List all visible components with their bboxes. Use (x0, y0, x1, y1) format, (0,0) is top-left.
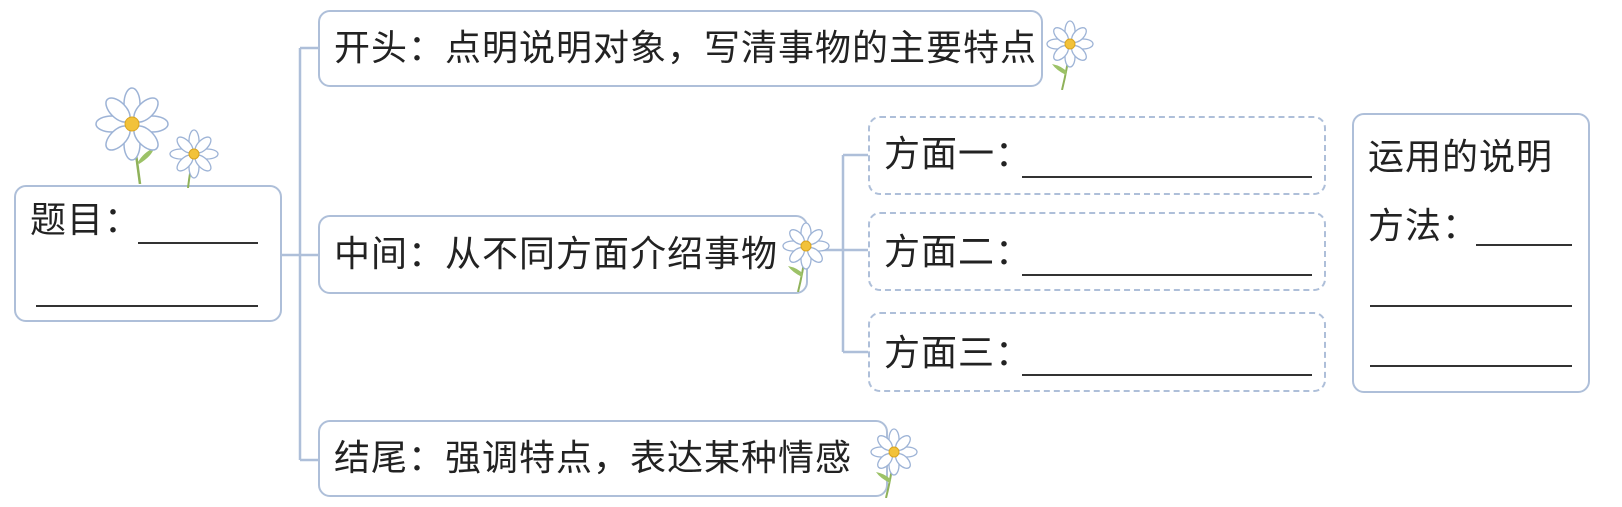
aspect-answer-line-3[interactable] (1022, 374, 1312, 376)
aspect-label-3: 方面三： (884, 333, 1033, 374)
flower-icon (870, 428, 918, 498)
flower-icon (782, 222, 830, 292)
aspect-box-3 (868, 312, 1326, 392)
flower-icon (169, 129, 219, 188)
methods-answer-line-1[interactable] (1476, 244, 1572, 246)
opening-box (318, 10, 1043, 87)
aspect-box-1 (868, 116, 1326, 195)
methods-box (1352, 113, 1590, 393)
flower-icon (1046, 20, 1094, 90)
title-answer-line-2[interactable] (36, 305, 258, 307)
ending-box (318, 420, 888, 497)
aspect-label-2: 方面二： (884, 232, 1033, 273)
aspect-answer-line-2[interactable] (1022, 274, 1312, 276)
methods-label-line-2: 方法： (1368, 206, 1480, 247)
title-answer-line-1[interactable] (138, 242, 258, 244)
middle-text: 中间：从不同方面介绍事物 (334, 234, 779, 275)
aspect-box-2 (868, 212, 1326, 291)
title-box (14, 185, 282, 322)
title-label: 题目： (30, 200, 142, 241)
aspect-label-1: 方面一： (884, 134, 1033, 175)
aspect-answer-line-1[interactable] (1022, 176, 1312, 178)
methods-answer-line-2[interactable] (1370, 305, 1572, 307)
methods-answer-line-3[interactable] (1370, 365, 1572, 367)
opening-text: 开头：点明说明对象，写清事物的主要特点 (334, 28, 1038, 69)
flower-icon (95, 87, 169, 184)
methods-label-line-1: 运用的说明 (1368, 137, 1554, 178)
ending-text: 结尾：强调特点，表达某种情感 (334, 438, 853, 479)
middle-box (318, 215, 808, 294)
